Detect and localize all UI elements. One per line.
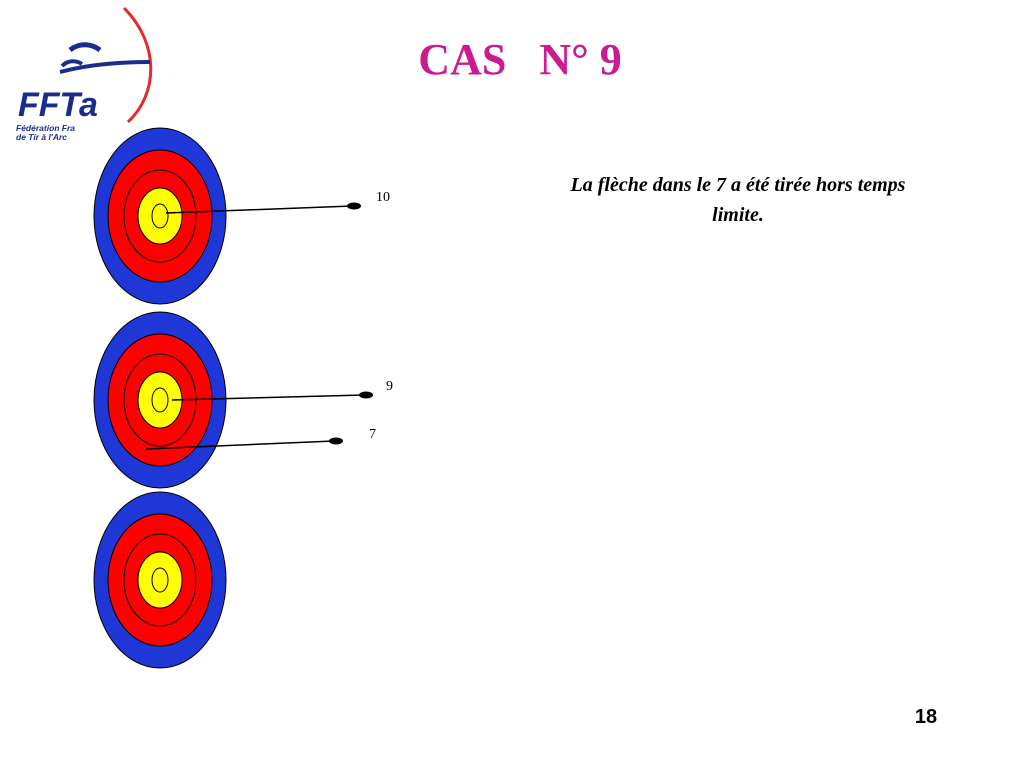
target-3 (94, 492, 226, 668)
yellow-ring (138, 552, 182, 608)
arrow-label-7: 7 (369, 427, 376, 443)
arrow-nock-icon (347, 203, 361, 210)
arrow-nock-icon (329, 438, 343, 445)
target-2 (94, 312, 226, 488)
arrow-nock-icon (359, 392, 373, 399)
arrow-label-10: 10 (376, 190, 390, 206)
arrow-label-9: 9 (386, 379, 393, 395)
target-1 (94, 128, 226, 304)
page-number: 18 (906, 706, 946, 729)
yellow-ring (138, 188, 182, 244)
